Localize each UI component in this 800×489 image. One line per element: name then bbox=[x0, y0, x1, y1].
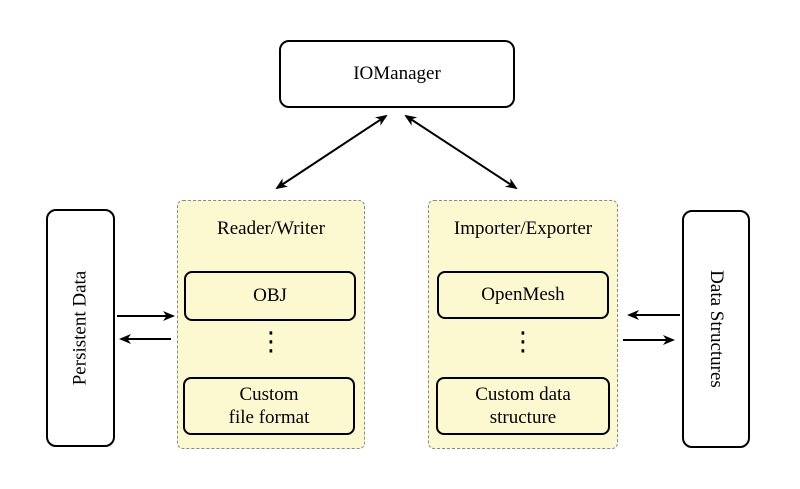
data-structures-label: Data Structures bbox=[706, 270, 727, 388]
obj-node: OBJ bbox=[184, 271, 356, 321]
data-structures-node: Data Structures bbox=[682, 210, 750, 448]
custom-file-format-line1: Custom bbox=[239, 383, 299, 405]
openmesh-node: OpenMesh bbox=[437, 271, 609, 319]
double-arrow-iomanager-readerwriter bbox=[275, 114, 388, 190]
iomanager-label: IOManager bbox=[353, 63, 441, 84]
custom-data-structure-node: Custom data structure bbox=[436, 377, 610, 435]
double-arrow-iomanager-importerexporter bbox=[404, 114, 518, 190]
vertical-ellipsis: ⋮ bbox=[258, 327, 284, 357]
persistent-data-node: Persistent Data bbox=[46, 209, 115, 447]
importer-exporter-group: Importer/Exporter OpenMesh ⋮ Custom data… bbox=[428, 200, 618, 449]
reader-writer-title: Reader/Writer bbox=[217, 218, 325, 239]
custom-data-structure-line1: Custom data bbox=[475, 383, 571, 405]
iomanager-node: IOManager bbox=[279, 40, 515, 108]
custom-file-format-line2: file format bbox=[228, 407, 310, 428]
persistent-data-label: Persistent Data bbox=[69, 270, 91, 386]
reader-writer-group: Reader/Writer OBJ ⋮ Custom file format bbox=[177, 200, 365, 449]
importer-exporter-title: Importer/Exporter bbox=[453, 218, 593, 239]
custom-file-format-node: Custom file format bbox=[183, 377, 355, 435]
vertical-ellipsis: ⋮ bbox=[510, 327, 536, 357]
obj-label: OBJ bbox=[253, 285, 287, 307]
openmesh-label: OpenMesh bbox=[481, 284, 565, 306]
custom-data-structure-line2: structure bbox=[489, 407, 557, 428]
